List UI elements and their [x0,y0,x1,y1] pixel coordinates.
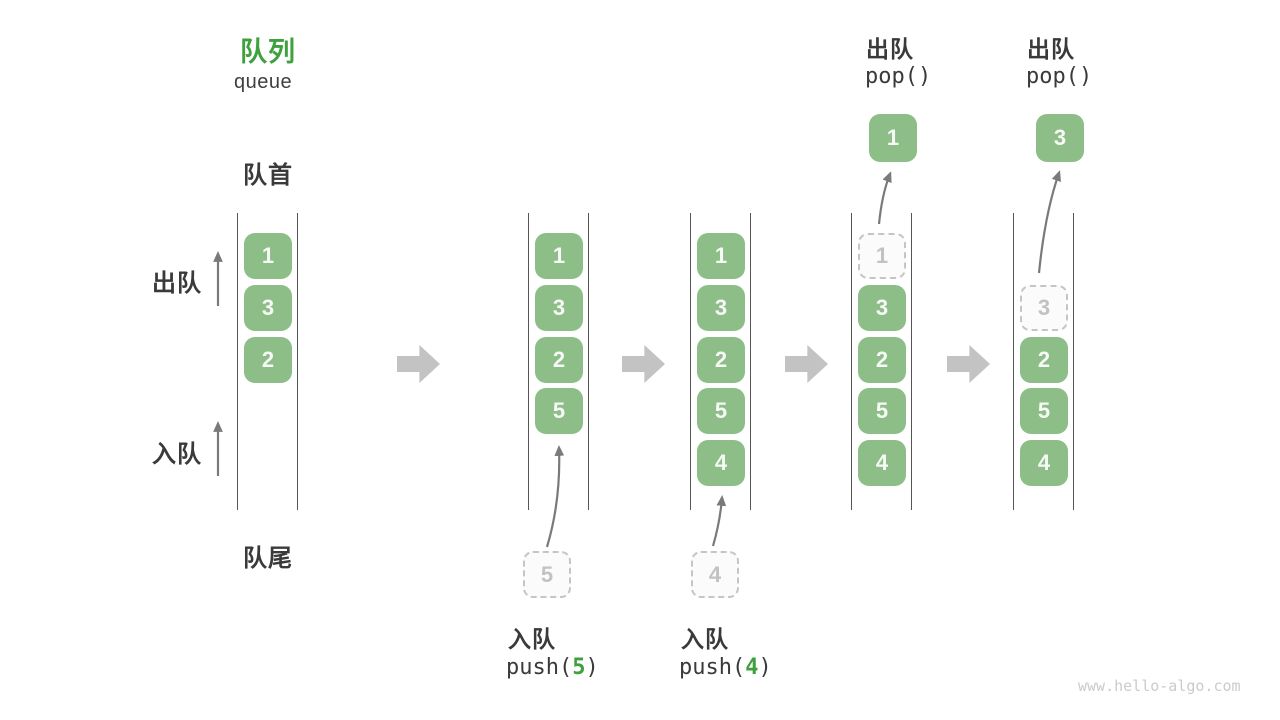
popped-item: 1 [869,114,917,162]
queue-item: 4 [697,440,745,486]
queue-item: 5 [858,388,906,434]
state-transition-arrow-icon [947,345,990,383]
dequeue-side-label: 出队 [152,270,202,297]
code-prefix: push( [679,655,746,680]
queue-rear-label: 队尾 [243,545,293,572]
enqueue-side-label: 入队 [152,441,202,468]
queue-item: 2 [535,337,583,383]
code-suffix: ) [758,655,772,680]
code-argument: 5 [572,655,586,680]
watermark: www.hello-algo.com [1078,677,1241,695]
diagram-title: 队列 [240,37,296,67]
queue-state-5: 3 2 5 4 [1013,213,1074,510]
code-prefix: push( [506,655,573,680]
enqueue-code-label: push(4) [679,655,772,680]
queue-item: 3 [697,285,745,331]
queue-item-removed: 3 [1020,285,1068,331]
queue-item: 2 [697,337,745,383]
queue-item: 3 [858,285,906,331]
queue-state-2: 1 3 2 5 [528,213,589,510]
enqueue-code-label: push(5) [506,655,599,680]
dequeue-action-label: 出队 [866,36,914,62]
queue-item: 1 [697,233,745,279]
enqueue-action-label: 入队 [681,626,729,652]
dequeue-action-label: 出队 [1027,36,1075,62]
queue-item: 3 [535,285,583,331]
code-argument: 4 [745,655,759,680]
queue-item: 3 [244,285,292,331]
queue-item: 2 [244,337,292,383]
queue-item-removed: 1 [858,233,906,279]
enqueue-action-label: 入队 [508,626,556,652]
staged-enqueue-item: 5 [523,551,571,598]
queue-item: 5 [697,388,745,434]
queue-item: 4 [1020,440,1068,486]
queue-front-label: 队首 [243,162,293,189]
queue-item: 2 [858,337,906,383]
queue-item: 1 [244,233,292,279]
queue-item: 1 [535,233,583,279]
code-suffix: ) [585,655,599,680]
dequeue-code-label: pop() [865,64,932,89]
staged-enqueue-item: 4 [691,551,739,598]
popped-item: 3 [1036,114,1084,162]
queue-state-1: 1 3 2 [237,213,298,510]
state-transition-arrow-icon [785,345,828,383]
state-transition-arrow-icon [397,345,440,383]
queue-item: 4 [858,440,906,486]
queue-item: 5 [535,388,583,434]
queue-item: 5 [1020,388,1068,434]
queue-state-4: 1 3 2 5 4 [851,213,912,510]
queue-item: 2 [1020,337,1068,383]
queue-state-3: 1 3 2 5 4 [690,213,751,510]
dequeue-code-label: pop() [1026,64,1093,89]
state-transition-arrow-icon [622,345,665,383]
diagram-subtitle: queue [234,71,293,93]
